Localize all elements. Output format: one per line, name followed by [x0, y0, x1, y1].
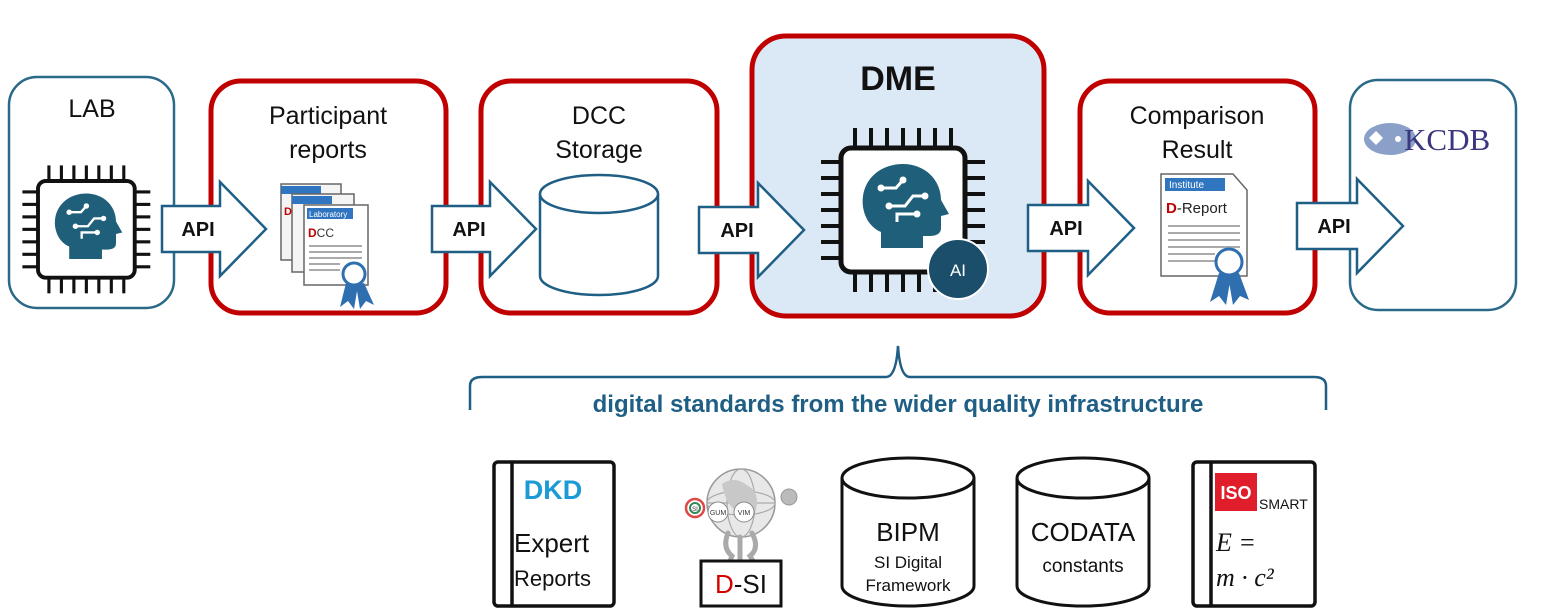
api-arrow-1: API: [160, 178, 268, 280]
participant-reports-box: Participant reports D Laboratory DCC: [208, 78, 449, 316]
comparison-title-line1: Comparison: [1130, 102, 1265, 130]
dcc-storage-box: DCC Storage: [478, 78, 720, 316]
dcc-document-stack-icon: D Laboratory DCC: [280, 183, 374, 309]
api-arrow-5: API: [1295, 175, 1405, 277]
dkd-expert-reports-book: DKD Expert Reports: [492, 460, 616, 608]
dkd-logo: DKD: [524, 475, 583, 505]
api-arrow-5-label: API: [1317, 216, 1350, 238]
bipm-line1: SI Digital: [874, 553, 942, 572]
lab-box: LAB: [7, 75, 176, 310]
d-si-accent: D: [715, 569, 734, 599]
codata-line1: constants: [1042, 556, 1123, 577]
database-cylinder-icon: [538, 173, 660, 297]
comparison-result-box: Comparison Result Institute D-Report: [1077, 78, 1318, 316]
api-arrow-2-label: API: [452, 219, 485, 241]
iso-logo-text: ISO: [1220, 483, 1251, 503]
globe-tag-vim: VIM: [738, 510, 751, 517]
globe-tag-si: SI: [692, 507, 698, 513]
iso-smart: SMART: [1259, 496, 1308, 512]
globe-tag-gum: GUM: [710, 510, 727, 517]
participant-doc-rest: CC: [317, 226, 335, 240]
ai-badge-label: AI: [950, 261, 966, 280]
svg-text:D-Report: D-Report: [1166, 200, 1228, 217]
api-arrow-1-label: API: [181, 219, 214, 241]
ai-badge: AI: [927, 238, 989, 300]
comparison-title-line2: Result: [1162, 136, 1233, 164]
api-arrow-3-label: API: [720, 220, 753, 242]
api-arrow-3: API: [697, 179, 806, 281]
participant-doc-accent: D: [308, 226, 317, 240]
participant-title-line1: Participant: [269, 102, 387, 130]
kcdb-logo-text: KCDB: [1404, 122, 1490, 157]
kcdb-logo: KCDB: [1364, 122, 1490, 157]
d-si-rest: -SI: [734, 569, 767, 599]
svg-text:D-SI: D-SI: [715, 569, 767, 599]
curly-brace: [468, 345, 1328, 410]
iso-logo: [1215, 473, 1257, 511]
brace-caption: digital standards from the wider quality…: [593, 391, 1204, 418]
iso-eq-line1: E =: [1215, 528, 1256, 557]
dcc-title-line1: DCC: [572, 102, 626, 130]
participant-title-line2: reports: [289, 136, 367, 164]
codata-title: CODATA: [1031, 517, 1136, 547]
d-si-globe-figure: SI GUM VIM D-SI: [684, 468, 798, 608]
d-report-document-icon: Institute D-Report: [1160, 173, 1249, 305]
dkd-line1: Expert: [514, 528, 590, 558]
codata-cylinder: CODATA constants: [1015, 456, 1151, 608]
dme-box: DME AI: [749, 33, 1047, 319]
bipm-line2: Framework: [865, 576, 951, 595]
participant-doc-header: Laboratory: [309, 210, 347, 219]
api-arrow-4-label: API: [1049, 218, 1082, 240]
api-arrow-2: API: [430, 178, 538, 280]
iso-eq-line2: m · c²: [1216, 563, 1275, 592]
kcdb-box: KCDB: [1348, 78, 1518, 312]
bipm-title: BIPM: [876, 517, 940, 547]
lab-ai-chip-icon: [20, 163, 153, 296]
comparison-doc-header: Institute: [1169, 180, 1204, 191]
bipm-cylinder: BIPM SI Digital Framework: [840, 456, 976, 608]
api-arrow-4: API: [1026, 177, 1136, 279]
comparison-doc-accent: D: [1166, 200, 1177, 217]
svg-text:D: D: [284, 206, 292, 218]
svg-text:DCC: DCC: [308, 226, 334, 240]
dkd-line2: Reports: [514, 566, 591, 591]
dcc-title-line2: Storage: [555, 136, 643, 164]
comparison-doc-rest: -Report: [1177, 200, 1228, 217]
iso-smart-book: ISO SMART E = m · c²: [1191, 460, 1317, 608]
lab-title: LAB: [68, 95, 115, 123]
dme-title: DME: [860, 60, 936, 98]
